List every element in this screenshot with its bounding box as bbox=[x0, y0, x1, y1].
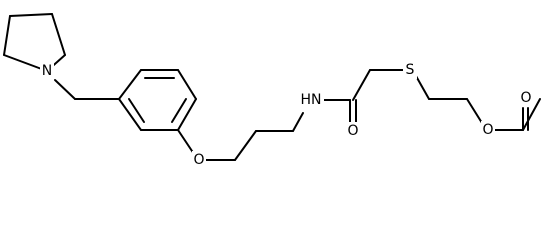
thioether-sulfur-label: S bbox=[406, 62, 415, 78]
amide-nitrogen-label: HN bbox=[301, 92, 322, 108]
benzene-bond-4 bbox=[177, 98, 197, 131]
benzene-double-bond-2 bbox=[171, 98, 187, 123]
thioether-sulfur-label-background bbox=[403, 61, 417, 79]
ether-oxygen-label-background bbox=[192, 151, 206, 169]
ether-oxygen-label: O bbox=[193, 152, 204, 168]
thioether-sulfur-label-group: S bbox=[403, 61, 417, 79]
pyrrolidine-bond-1 bbox=[9, 13, 53, 17]
benzene-bond-3 bbox=[177, 69, 197, 100]
propyl-to-amide-n-bond bbox=[292, 112, 304, 132]
pyrrolidine-nitrogen-label: N bbox=[42, 63, 52, 79]
ester-oxygen-label-background bbox=[481, 121, 495, 139]
pyrrolidine-bond-2 bbox=[51, 13, 66, 56]
acetyl-methyl-bond bbox=[522, 98, 541, 131]
structure-canvas: N O HN O S O O bbox=[3, 13, 541, 169]
pyrrolidine-nitrogen-label-group: N bbox=[40, 61, 54, 79]
sulfur-ethyl-bond bbox=[415, 75, 430, 100]
ester-carbonyl-oxygen-label-background bbox=[519, 89, 533, 107]
pyrrolidine-bond-5 bbox=[3, 15, 11, 56]
amide-nitrogen-label-group: HN bbox=[298, 91, 324, 109]
pyrrolidine-nitrogen-label-background bbox=[40, 61, 54, 79]
benzene-double-bond-3 bbox=[128, 98, 145, 123]
carbonyl-oxygen-label-group: O bbox=[347, 122, 361, 140]
ester-carbonyl-oxygen-label-group: O bbox=[519, 89, 533, 107]
benzene-bond-6 bbox=[118, 98, 142, 131]
amide-nitrogen-label-background bbox=[298, 91, 324, 109]
propyl-bond-1 bbox=[234, 130, 257, 161]
molecule-diagram: N O HN O S O O bbox=[3, 13, 541, 169]
aryl-oxygen-bond bbox=[177, 129, 195, 155]
ethyl-oxygen-bond bbox=[466, 98, 483, 124]
carbonyl-oxygen-label: O bbox=[347, 123, 358, 139]
ether-oxygen-label-group: O bbox=[192, 151, 206, 169]
pyrrolidine-bond-4 bbox=[3, 54, 48, 72]
amine-ch2-bond bbox=[54, 79, 76, 100]
ester-oxygen-label: O bbox=[482, 122, 493, 138]
ester-oxygen-label-group: O bbox=[481, 121, 495, 139]
carbonyl-oxygen-label-background bbox=[347, 122, 361, 140]
amide-alpha-bond bbox=[352, 69, 371, 101]
benzene-bond-1 bbox=[118, 69, 142, 100]
ester-carbonyl-oxygen-label: O bbox=[520, 90, 531, 106]
